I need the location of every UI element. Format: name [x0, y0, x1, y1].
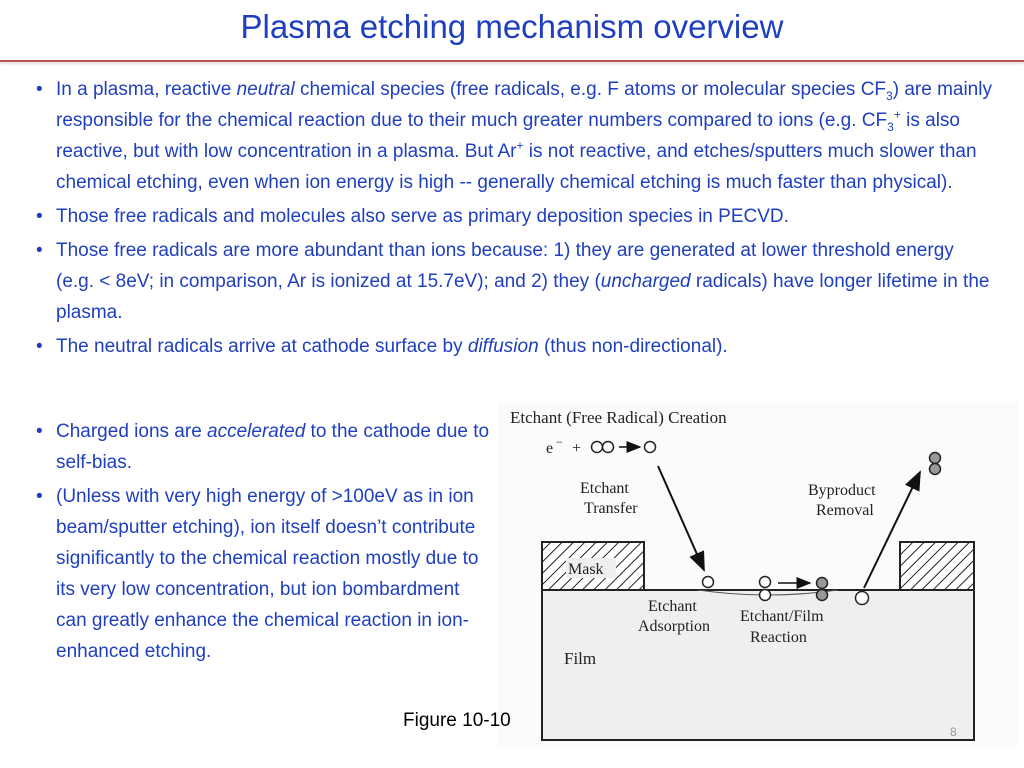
- left-bullet-list: • Charged ions are accelerated to the ca…: [30, 416, 490, 670]
- bullet-item: • In a plasma, reactive neutral chemical…: [30, 74, 995, 198]
- radical-creation-reaction: e − +: [546, 435, 657, 457]
- byproduct-molecule-icon: [928, 451, 942, 465]
- reaction-label: Etchant/Film: [740, 608, 824, 625]
- electron-symbol: e: [546, 440, 553, 457]
- bullet-icon: •: [36, 336, 43, 357]
- molecule-atom-icon: [590, 440, 604, 454]
- radical-icon: [643, 440, 657, 454]
- reaction-product-icon: [815, 588, 829, 602]
- etchant-transfer-arrow: [657, 465, 705, 572]
- adsorption-label: Adsorption: [638, 618, 710, 635]
- bullet-item: • Those free radicals are more abundant …: [30, 235, 995, 328]
- title-divider: [0, 60, 1024, 62]
- mask-label: Mask: [568, 561, 604, 578]
- page-number: 8: [950, 725, 957, 739]
- etching-mechanism-figure: Etchant (Free Radical) Creation e − + Et…: [498, 402, 1018, 748]
- mask-right: [899, 541, 975, 591]
- byproduct-removal-label: Removal: [816, 502, 874, 519]
- adsorbed-radical-icon: [758, 575, 772, 589]
- top-bullet-list: • In a plasma, reactive neutral chemical…: [30, 74, 995, 365]
- byproduct-removal-label: Byproduct: [808, 482, 876, 499]
- reaction-label: Reaction: [750, 629, 807, 646]
- bullet-icon: •: [36, 486, 43, 507]
- adsorbed-radical-icon: [701, 575, 715, 589]
- film-label: Film: [564, 649, 596, 668]
- bullet-icon: •: [36, 206, 43, 227]
- bullet-item: • Charged ions are accelerated to the ca…: [30, 416, 490, 478]
- film-layer: [541, 589, 975, 741]
- bullet-icon: •: [36, 421, 43, 442]
- plus-sign: +: [572, 440, 581, 457]
- bullet-item: • (Unless with very high energy of >100e…: [30, 481, 490, 667]
- byproduct-removal-arrow: [863, 470, 921, 589]
- etching-diagram: Etchant (Free Radical) Creation e − + Et…: [510, 408, 975, 741]
- figure-caption: Figure 10-10: [403, 710, 511, 731]
- figure-heading: Etchant (Free Radical) Creation: [510, 408, 727, 427]
- bullet-item: • Those free radicals and molecules also…: [30, 201, 995, 232]
- mask-label-bg: [566, 558, 616, 578]
- slide-title: Plasma etching mechanism overview: [240, 8, 784, 45]
- electron-charge: −: [556, 435, 563, 449]
- bullet-item: • The neutral radicals arrive at cathode…: [30, 331, 995, 362]
- byproduct-molecule-icon: [928, 462, 942, 476]
- film-atom-icon: [758, 588, 772, 602]
- surface-vacancy-icon: [854, 590, 870, 606]
- reaction-product-icon: [815, 576, 829, 590]
- etchant-transfer-label: Transfer: [584, 500, 638, 517]
- molecule-atom-icon: [601, 440, 615, 454]
- bullet-icon: •: [36, 79, 43, 100]
- bullet-icon: •: [36, 240, 43, 261]
- adsorption-label: Etchant: [648, 598, 697, 615]
- etchant-transfer-label: Etchant: [580, 480, 629, 497]
